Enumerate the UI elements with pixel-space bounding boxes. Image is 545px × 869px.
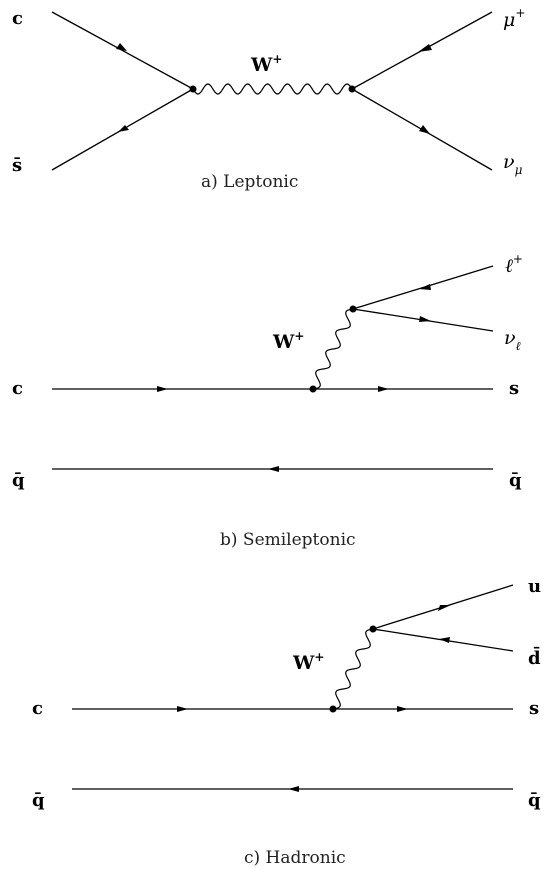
caption-leptonic: a) Leptonic bbox=[201, 172, 298, 192]
label-nu-ell: νℓ bbox=[504, 327, 521, 353]
arrow-lepton bbox=[419, 284, 431, 290]
vertex-hadron bbox=[369, 625, 377, 633]
w-boson-propagator bbox=[312, 308, 354, 390]
arrow-u bbox=[438, 605, 451, 611]
caption-hadronic: c) Hadronic bbox=[244, 848, 346, 868]
vertex-right bbox=[348, 85, 356, 93]
arrow-c-in bbox=[116, 43, 127, 51]
arrow-dbar bbox=[439, 637, 450, 643]
arrow-c bbox=[157, 386, 168, 392]
vertex-left bbox=[189, 85, 197, 93]
arrow-s bbox=[378, 386, 389, 392]
label-muon: μ+ bbox=[503, 6, 525, 31]
w-boson-propagator bbox=[192, 83, 353, 95]
arrow-nu-out bbox=[419, 125, 430, 134]
label-w-boson: W+ bbox=[272, 329, 304, 353]
label-c: c bbox=[32, 698, 43, 719]
label-qbar-in: q̄ bbox=[12, 470, 25, 491]
arrow-spectator bbox=[268, 466, 279, 472]
panel-hadronic: c s q̄ q̄ W+ u d̄ c) Hadronic bbox=[32, 576, 541, 868]
label-dbar: d̄ bbox=[528, 647, 541, 669]
arrow-sbar-in bbox=[118, 125, 129, 132]
arrow-s bbox=[397, 706, 408, 712]
label-c: c bbox=[12, 8, 23, 29]
label-sbar: s̄ bbox=[12, 155, 22, 176]
arrow-c bbox=[177, 706, 188, 712]
label-lepton: ℓ+ bbox=[505, 252, 523, 277]
label-s: s bbox=[509, 378, 519, 399]
line-c-in bbox=[51, 11, 194, 90]
label-nu-mu: νμ bbox=[503, 151, 523, 177]
w-boson-propagator bbox=[332, 628, 374, 710]
label-qbar-out: q̄ bbox=[509, 470, 522, 491]
label-qbar-in: q̄ bbox=[32, 790, 45, 811]
vertex-cs bbox=[329, 705, 337, 713]
caption-semileptonic: b) Semileptonic bbox=[220, 530, 356, 550]
vertex-cs bbox=[309, 385, 317, 393]
label-u: u bbox=[528, 576, 541, 597]
label-w-boson: W+ bbox=[250, 52, 282, 76]
arrow-neutrino bbox=[419, 316, 431, 322]
arrow-mu-out bbox=[418, 44, 432, 52]
arrow-spectator bbox=[288, 786, 299, 792]
label-c: c bbox=[12, 378, 23, 399]
panel-semileptonic: c s q̄ q̄ W+ ℓ+ νℓ b) Semileptonic bbox=[12, 252, 523, 550]
label-s: s bbox=[529, 698, 539, 719]
label-qbar-out: q̄ bbox=[528, 790, 541, 811]
label-w-boson: W+ bbox=[292, 650, 324, 674]
panel-leptonic: c s̄ W+ μ+ νμ a) Leptonic bbox=[12, 6, 525, 192]
vertex-lepton bbox=[349, 305, 357, 313]
